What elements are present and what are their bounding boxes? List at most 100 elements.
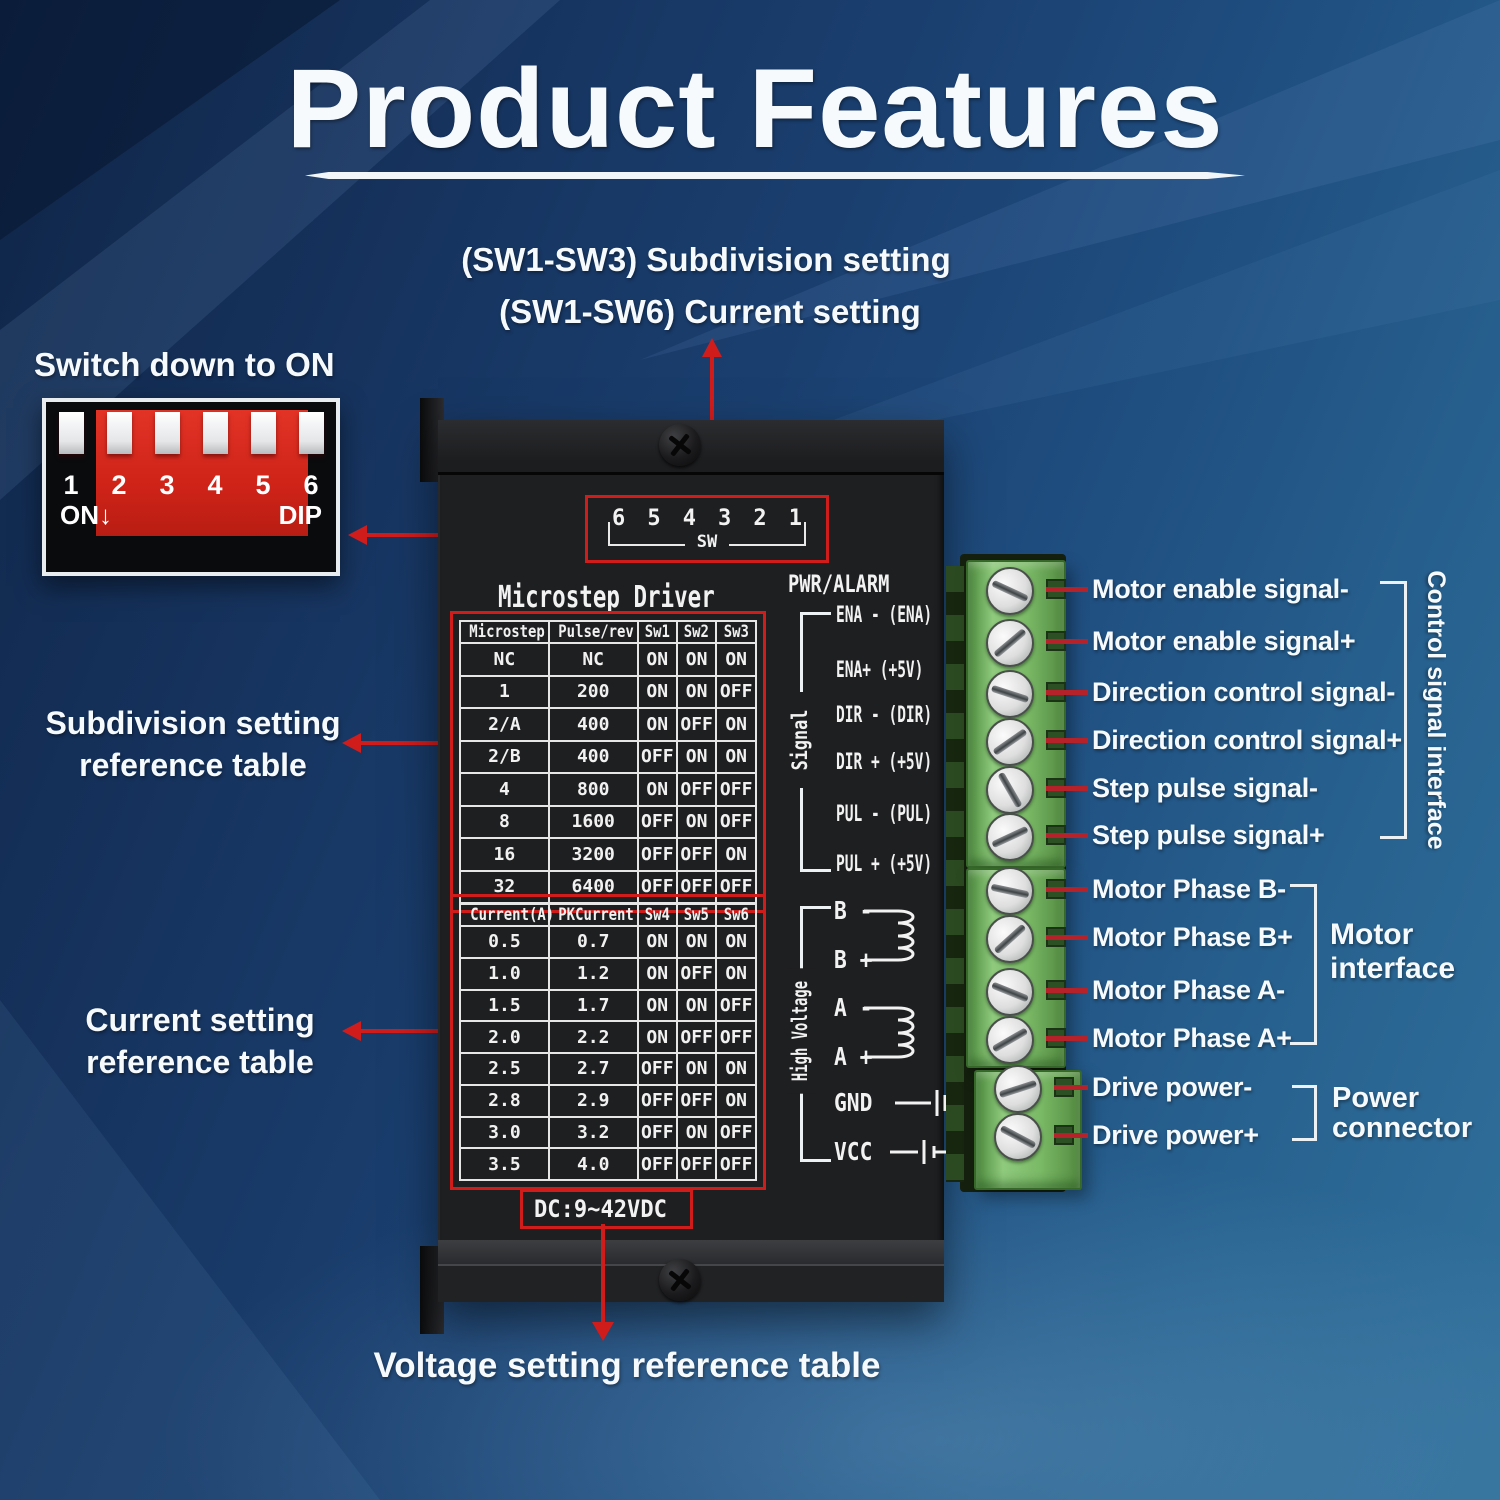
table-cell: 2.9 [547,1083,639,1118]
callout-subdivision-setting: (SW1-SW3) Subdivision setting [461,241,951,278]
voltage-rating-box: DC:9~42VDC [520,1189,693,1229]
header-text: Pulse/rev [558,622,634,642]
terminal-screw-slot [991,1027,1029,1053]
terminal-screw-slot [992,728,1028,756]
sw-caption-line [610,544,685,546]
terminal-screw-icon [994,1065,1042,1113]
table-cell: OFF [636,1147,678,1181]
table-header-cell: Sw3 [715,620,757,644]
table-cell: ON [675,1115,718,1150]
table-cell: ON [675,804,718,839]
signal-pin-label: ENA+ (+5V) [836,658,924,683]
sw-number: 1 [788,506,802,531]
header-text: Sw6 [723,905,749,925]
terminal-label: Drive power+ [1092,1120,1259,1150]
dip-switch-column: 4 [202,412,228,501]
table-cell: ON [675,1052,718,1086]
table-cell: OFF [675,1020,718,1054]
table-header-cell: Pulse/rev [547,620,639,644]
callout-voltage-table: Voltage setting reference table [373,1346,881,1385]
sw-number: 5 [647,506,661,531]
dip-switch-column: 6 [298,412,324,501]
table-cell: 1.5 [459,988,550,1023]
power-group-label: connector [1332,1112,1473,1144]
terminal-connector-line [1046,935,1088,940]
arrow-head-up-icon [702,338,722,357]
sw-number: 6 [612,506,626,531]
table-cell: 800 [547,772,639,807]
table-cell: OFF [715,1020,757,1054]
screw-icon [659,1259,701,1301]
callout-current-table: Current setting reference table [85,1002,315,1080]
terminal-screw-slot [993,923,1027,955]
table-header-cell: Sw2 [675,620,718,644]
table-cell: 1.0 [459,956,550,991]
callout-switch-down: Switch down to ON [34,346,335,383]
table-cell: ON [636,1020,678,1054]
terminal-label: Drive power- [1092,1072,1252,1102]
arrow-line-current [360,1029,450,1033]
terminal-connector-line [1054,1085,1088,1090]
table-cell: NC [547,642,639,677]
dip-switch-lever-icon [298,412,324,454]
signal-pin-label: PUL - (PUL) [836,802,933,827]
header-text: PKCurrent [558,905,634,925]
arrow-line-voltage [601,1224,605,1322]
callout-current-setting: (SW1-SW6) Current setting [499,293,921,330]
terminal-screw-slot [999,1124,1037,1150]
terminal-connector-line [1046,786,1088,791]
motor-group-bracket [1290,884,1317,1045]
dip-switch-lever-icon [250,412,276,454]
signal-pin-label: ENA - (ENA) [836,603,933,628]
table-cell: 2/B [459,739,550,774]
dip-switch-lever-icon [202,412,228,454]
table-cell: ON [636,988,678,1023]
terminal-screw-slot [993,628,1027,658]
table-cell: OFF [715,1147,757,1181]
signal-pin-label: DIR - (DIR) [836,703,933,728]
terminal-screw-icon [986,766,1034,814]
header-text: Current(A) [470,905,555,925]
terminal-connector-line [1046,690,1088,695]
table-cell: 2.2 [547,1020,639,1054]
table-cell: OFF [675,837,718,872]
arrow-head-left-icon [342,1021,361,1041]
terminal-connector-line [1046,887,1088,892]
table-cell: OFF [715,674,757,709]
motor-group-label: interface [1330,952,1456,985]
table-cell: OFF [636,804,678,839]
terminal-screw-icon [994,1113,1042,1161]
callout-subdivision-table: Subdivision setting reference table [45,705,341,783]
table-cell: ON [715,642,757,677]
table-header-cell: Sw5 [675,903,718,927]
table-cell: ON [636,956,678,991]
dip-dip-label: DIP [278,500,322,530]
driver-model-label: Microstep Driver [498,580,715,615]
table-header-cell: Sw6 [715,903,757,927]
terminal-screw-icon [986,867,1034,915]
high-voltage-pin-label: A - [834,993,873,1022]
dip-switch-column: 1 [58,412,84,501]
terminal-connector-line [1046,639,1088,644]
table-cell: OFF [636,1052,678,1086]
table-cell: OFF [675,772,718,807]
terminal-label: Motor Phase B+ [1092,922,1293,952]
table-cell: ON [715,956,757,991]
terminal-label: Motor Phase A+ [1092,1023,1292,1053]
table-cell: ON [636,925,678,959]
table-header-cell: PKCurrent [547,903,639,927]
table-cell: ON [715,837,757,872]
header-text: Sw4 [644,905,670,925]
sw-number: 3 [718,506,732,531]
table-cell: OFF [715,772,757,807]
